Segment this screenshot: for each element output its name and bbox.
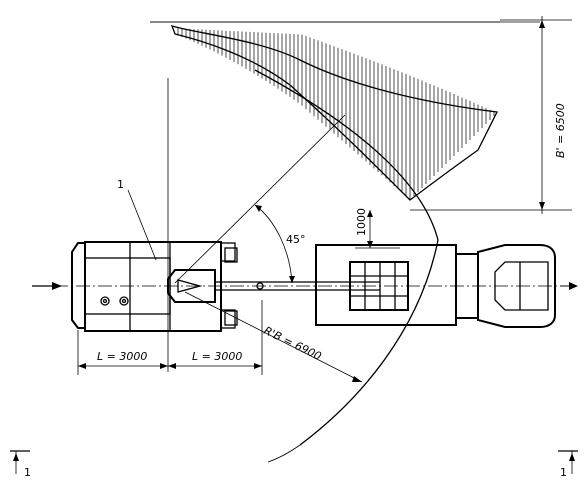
hatch-lines [177, 28, 495, 200]
connecting-rod [215, 281, 380, 291]
dim-r-label: R'B = 6900 [262, 324, 324, 363]
angle-label: 45° [286, 233, 306, 246]
angle-45: 45° [174, 114, 346, 284]
dim-l-right-label: L = 3000 [192, 350, 242, 363]
center-line [32, 282, 578, 290]
swing-arc [254, 69, 439, 463]
flow-arrow-icon [52, 282, 62, 290]
dim-1000-label: 1000 [355, 208, 368, 236]
section-right-label: 1 [560, 466, 567, 479]
section-marker-right: 1 [558, 450, 578, 479]
dimension-r: R'B = 6900 [184, 291, 363, 383]
machine-right [315, 244, 556, 328]
dimension-l: L = 3000 L = 3000 [77, 300, 263, 375]
machine-left: 1 [71, 178, 238, 332]
flow-arrow-right-icon [569, 282, 578, 290]
dimension-1000: 1000 [355, 208, 400, 249]
dim-l-left-label: L = 3000 [97, 350, 147, 363]
dim-b-label: B' = 6500 [554, 103, 567, 158]
section-left-label: 1 [24, 466, 31, 479]
part-number-label: 1 [117, 178, 124, 191]
section-marker-left: 1 [10, 450, 31, 479]
dimension-b: B' = 6500 [410, 16, 572, 214]
